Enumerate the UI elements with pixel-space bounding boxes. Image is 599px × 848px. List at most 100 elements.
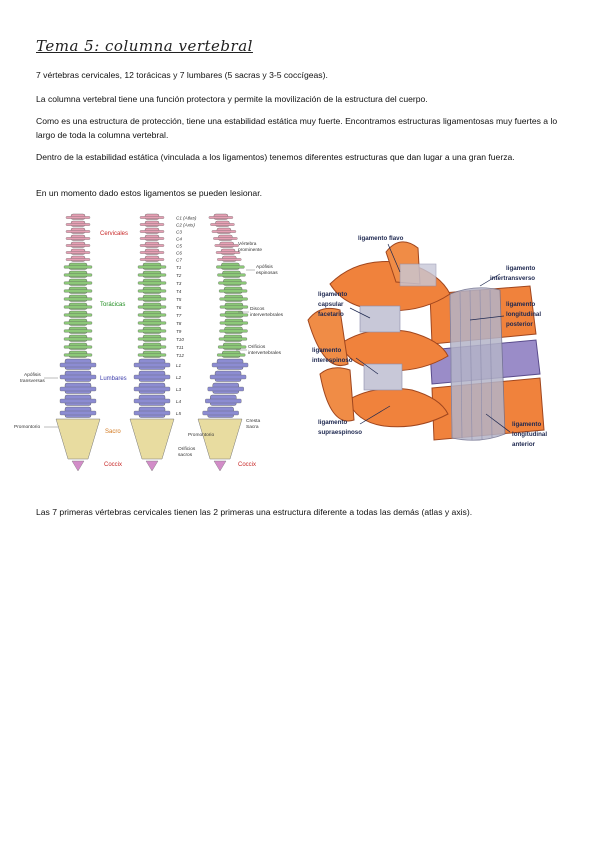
spine-anterior-view [55,213,101,472]
label-vertebra-prominente-2: prominente [238,247,262,253]
vertebra-process [133,386,171,392]
label-apofisis-espinosas-1: Apófisis [256,264,273,270]
level-label: T4 [176,289,182,294]
label-promontorio-right: Promontorio [188,432,214,438]
vertebra-process [209,374,247,380]
vertebra-process [137,281,167,285]
vertebra-process [208,216,234,219]
label-long-post-1: ligamento [506,301,535,308]
vertebra-level-labels: C1 (Atlas)C2 (Axis)C3C4C5C6C7T1T2T3T4T5T… [176,216,197,417]
label-lumbares: Lumbares [100,376,127,382]
label-interespinoso-2: interespinoso [312,357,353,364]
sacrum [197,418,243,460]
posterior-arches [307,241,451,428]
vertebra-process [139,230,165,233]
level-label: T6 [176,305,182,310]
paragraph-lesion: En un momento dado estos ligamentos se p… [36,188,262,198]
level-label: C4 [176,237,182,242]
sacrum [55,418,101,460]
vertebra-process [137,337,167,341]
label-interespinoso-1: ligamento [312,347,341,354]
vertebra-process [217,258,242,261]
paragraph-vertebrae-count: 7 vértebras cervicales, 12 torácicas y 7… [36,70,328,80]
label-supraespinoso-2: supraespinoso [318,429,362,436]
vertebra-process [202,410,239,416]
level-label: L4 [176,399,182,404]
vertebra-process [137,297,167,301]
level-label: C3 [176,230,182,235]
label-capsular-3: facetario [318,311,344,318]
level-label: T3 [176,281,182,286]
level-label: T9 [176,329,182,334]
vertebra-process [219,329,248,333]
label-long-ant-2: longitudinal [512,431,547,438]
label-coccix-right: Coccix [238,462,256,468]
label-cresta-1: Cresta [246,418,260,424]
vertebra-process [205,398,242,404]
vertebra-process [65,223,91,226]
vertebra-process [219,313,249,317]
level-label: C6 [176,251,182,256]
vertebra-process [63,273,93,277]
level-label: T11 [176,345,184,350]
label-orificios-sacros-1: Orificios [178,446,196,452]
vertebra-process [133,362,171,368]
sacrum [129,418,175,460]
vertebra-process [139,244,165,247]
vertebra-process [65,251,91,254]
label-long-post-2: longitudinal [506,311,541,318]
level-label: T10 [176,337,184,342]
vertebra-process [63,337,93,341]
vertebra-process [217,353,246,357]
vertebra-process [210,223,235,226]
level-label: T12 [176,353,184,358]
label-capsular-1: ligamento [318,291,347,298]
label-discos-1: Discos [250,306,265,312]
vertebra-process [63,313,93,317]
paragraph-protection: Como es una estructura de protección, ti… [36,116,558,140]
vertebra-process [137,353,167,357]
level-label: T2 [176,273,182,278]
coccyx [213,460,227,472]
vertebra-process [59,386,97,392]
label-apofisis-transversas-2: transversas [20,378,45,384]
vertebra-process [216,265,245,269]
vertebra-process [139,258,165,261]
spine-illustration: Cervicales Torácicas Lumbares Sacro Cocc… [14,213,284,472]
label-intertransverso-1: ligamento [506,265,535,272]
vertebra-process [133,374,171,380]
level-label: L2 [176,375,182,380]
vertebra-process [63,265,93,269]
label-cresta-2: Sacra [246,424,259,430]
vertebra-process [218,289,248,293]
vertebra-process [215,251,241,254]
label-intertransverso-2: intertransverso [490,275,535,282]
vertebra-process [218,337,248,341]
vertebra-process [59,362,97,368]
vertebra-process [211,362,249,368]
level-label: T5 [176,297,182,302]
vertebra-process [139,237,165,240]
vertebra-process [207,386,244,392]
vertebra-process [133,398,171,404]
vertebra-process [137,305,167,309]
vertebra-process [218,345,247,349]
vertebra-process [137,345,167,349]
vertebra-process [63,289,93,293]
label-orificios-2: intervertebrales [248,350,282,356]
vertebra-process [137,273,167,277]
paragraph-function: La columna vertebral tiene una función p… [36,94,428,104]
label-ligamento-flavo: ligamento flavo [358,235,404,242]
level-label: T1 [176,265,182,270]
vertebra-process [214,244,239,247]
label-toracicas: Torácicas [100,302,125,308]
vertebral-bodies [429,285,545,441]
vertebra-process [65,237,91,240]
spine-posterior-view [129,213,175,472]
level-label: T7 [176,313,182,318]
label-vertebra-prominente-1: Vértebra [238,241,257,247]
level-label: C1 (Atlas) [176,216,197,221]
level-label: L5 [176,411,182,416]
level-label: C5 [176,244,182,249]
ligaments-illustration: ligamento flavo ligamento intertransvers… [307,235,547,448]
